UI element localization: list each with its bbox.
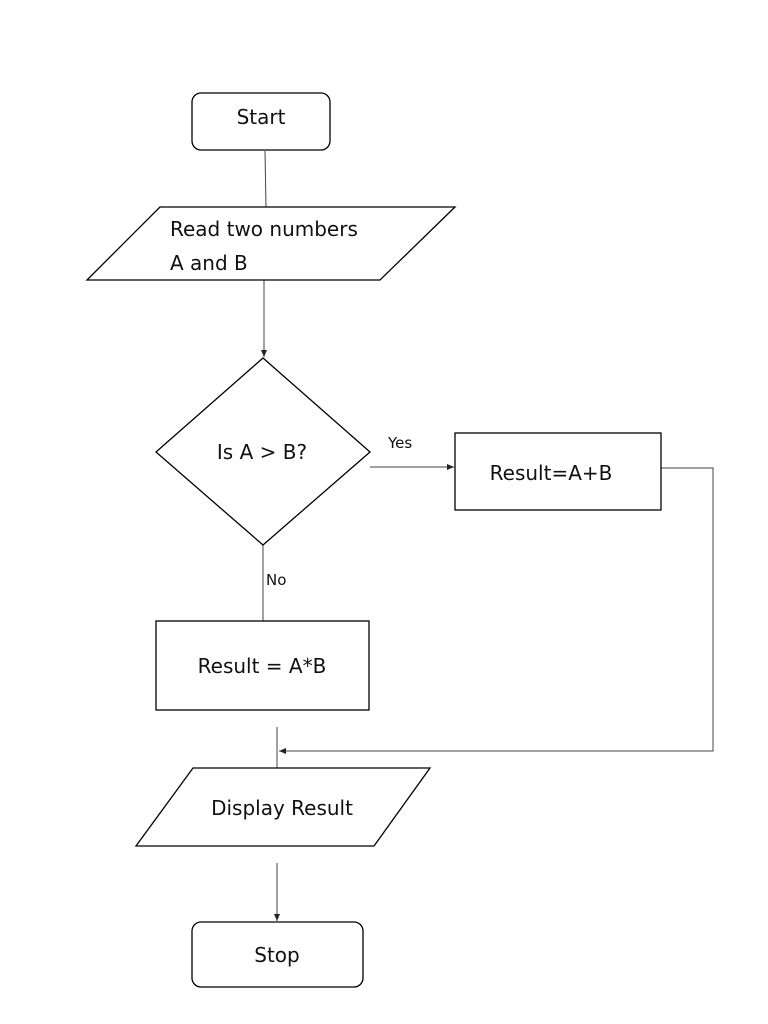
stop-terminator (191, 921, 364, 988)
start-terminator (191, 92, 331, 151)
stop-label: Stop (254, 943, 299, 967)
edge-start-to-read (264, 150, 267, 208)
result-add-process (454, 432, 662, 511)
decision-diamond (155, 357, 371, 546)
yes-label: Yes (387, 434, 412, 452)
read-input-parallelogram (85, 206, 457, 281)
result-add-label: Result=A+B (490, 461, 613, 485)
read-input-label-line1: Read two numbers (170, 217, 358, 241)
result-multiply-process (155, 620, 370, 711)
display-result-parallelogram (134, 767, 432, 847)
read-input-label-line2: A and B (170, 251, 248, 275)
result-multiply-label: Result = A*B (198, 654, 327, 678)
no-label: No (266, 571, 286, 589)
display-result-label: Display Result (211, 796, 353, 820)
decision-label: Is A > B? (217, 440, 307, 464)
edge-add-to-display (279, 467, 714, 754)
start-label: Start (237, 105, 286, 129)
